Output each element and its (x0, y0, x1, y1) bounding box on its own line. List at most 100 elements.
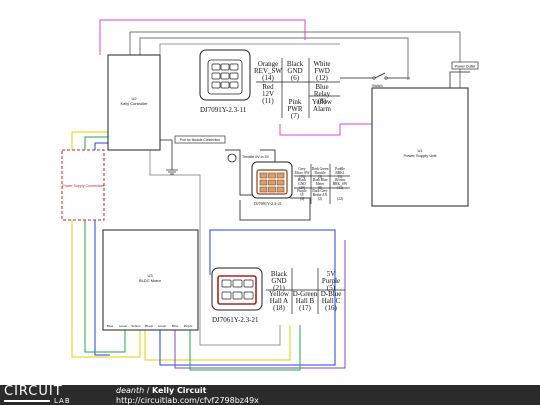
power-supply-connection (61, 149, 105, 221)
c21-pin-func: Throttle (314, 171, 326, 175)
kelly-ref: U2 (131, 96, 137, 101)
motor-pin-label: Purple (184, 324, 193, 328)
footer-bar: CIRCUIT LAB deanth / Kelly Circuit http:… (0, 385, 540, 405)
power-supply-block (371, 87, 469, 207)
wire-pink-psu-2 (279, 124, 341, 136)
motor-pin-label: Green (119, 324, 128, 328)
wire-throttle (225, 149, 260, 196)
kelly-controller-block (107, 54, 161, 151)
c11-pin-num: (8) (318, 97, 327, 105)
ground-icon (166, 169, 178, 175)
kelly-name: Kelly Controller (120, 101, 148, 106)
c21-pin-func: Micro SW (294, 171, 310, 175)
c11-pin-func: Alarm (313, 105, 331, 113)
c21-pin-color: Dark Grey (312, 189, 327, 193)
power-outlet-label: Power Outlet (455, 65, 476, 69)
circuit-credit: deanth / Kelly Circuit (116, 386, 207, 395)
c61-pin-num: (16) (325, 304, 337, 312)
connector-c61 (211, 267, 263, 311)
c11-pin-func: GND (287, 67, 302, 75)
switch-label: Switch (372, 84, 383, 88)
c21-pin-num: (13) (299, 175, 306, 179)
wire-grey-top-1 (129, 31, 461, 88)
c61-pin-num: (17) (299, 304, 311, 312)
wire-purple-bottom (174, 240, 346, 369)
connector-c11 (199, 49, 251, 101)
motor-pin-label: Black (145, 324, 153, 328)
module-port-label: Port for Module Connection (180, 138, 220, 142)
psu-name: Power Supply Unit (404, 153, 438, 158)
c61-part-label: DJ7061Y-2.3-21 (212, 316, 259, 324)
c61-pin-num: (21) (273, 284, 285, 292)
c11-pin-num: (14) (262, 74, 274, 82)
motor-ref: U3 (147, 273, 153, 278)
logo-underline (4, 400, 50, 402)
c21-pin-color: Grey (298, 167, 305, 171)
c61-pin-color: Black (271, 270, 288, 278)
power-supply-connection-label: Power Supply Connection (62, 184, 103, 188)
c61-pin-color: 5V (327, 270, 336, 278)
circuitlab-logo[interactable]: CIRCUIT LAB (4, 385, 100, 405)
c11-pin-func: PWR (287, 105, 303, 113)
c21-pin-num: (3) (318, 175, 323, 179)
c21-pin-color: Dark Green (312, 167, 329, 171)
c21-pin-func: BRK_SW (333, 182, 348, 186)
switch-contact-right (384, 76, 388, 80)
switch-lever (374, 72, 386, 79)
c21-pin-func: Meter (316, 182, 325, 186)
c21-pin-func: 5V (300, 193, 305, 197)
c11-pin-color: Orange (258, 60, 279, 68)
c11-pin-color: Red (262, 83, 274, 91)
c21-pin-color: Dark Blue (313, 178, 328, 182)
c11-pin-num: (6) (291, 74, 300, 82)
c11-pin-func: REV_SW (254, 67, 282, 75)
wire-yellow-left (71, 131, 141, 358)
c61-pin-color: Yellow (269, 290, 290, 298)
c21-pin-func: Brake AN (313, 193, 328, 197)
c11-pin-func: Relay (314, 90, 331, 98)
c61-pin-color: D-Blue (321, 290, 342, 298)
circuit-url[interactable]: http://circuitlab.com/cfvf2798bz49x (116, 396, 259, 405)
wire-outlet (449, 71, 470, 88)
c11-pin-num: (11) (262, 97, 274, 105)
module-port-box (174, 135, 226, 144)
c11-pin-func: 12V (262, 90, 274, 98)
wire-blue-bottom (159, 229, 336, 366)
wire-green-left (84, 136, 126, 353)
wire-pink-top (99, 19, 306, 55)
c11-pin-table: OrangeREV_SW(14)BlackGND(6)WhiteFWD(12)R… (254, 58, 340, 120)
c61-pin-func: Hall C (322, 297, 341, 305)
c21-pin-color: Black (298, 178, 307, 182)
author-link[interactable]: deanth (116, 386, 145, 395)
c11-pin-color: White (313, 60, 330, 68)
c21-pin-num: (22) (337, 197, 344, 201)
throttle-potentiometer-icon (227, 153, 237, 163)
credit-separator: / (144, 386, 152, 395)
motor-pin-label: Yellow (131, 324, 141, 328)
c61-pin-color: D-Green (293, 290, 318, 298)
c21-pin-color: Paddle (335, 167, 345, 171)
wire-green-bottom (189, 325, 301, 371)
wire-c21-top (260, 149, 276, 165)
c11-pin-num: (7) (291, 112, 300, 120)
c21-pin-color: Purple (297, 189, 307, 193)
c21-pin-func: GND (298, 182, 306, 186)
bldc-motor-block (102, 229, 199, 331)
motor-pin-label: Blue (107, 324, 114, 328)
throttle-label: Throttle 0V to 5V (242, 155, 270, 159)
c21-pin-color: Brown (335, 178, 345, 182)
c61-pin-func: Hall B (296, 297, 315, 305)
c11-pin-num: (12) (316, 74, 328, 82)
wire-blue-left (94, 142, 110, 356)
c21-pin-num: (1) (338, 175, 343, 179)
c11-pin-color: Pink (289, 98, 302, 106)
c11-pin-color: Black (287, 60, 304, 68)
c11-part-label: DJ7091Y-2.3-11 (200, 106, 247, 114)
circuit-title: Kelly Circuit (151, 386, 207, 395)
c61-pin-func: Hall A (270, 297, 288, 305)
